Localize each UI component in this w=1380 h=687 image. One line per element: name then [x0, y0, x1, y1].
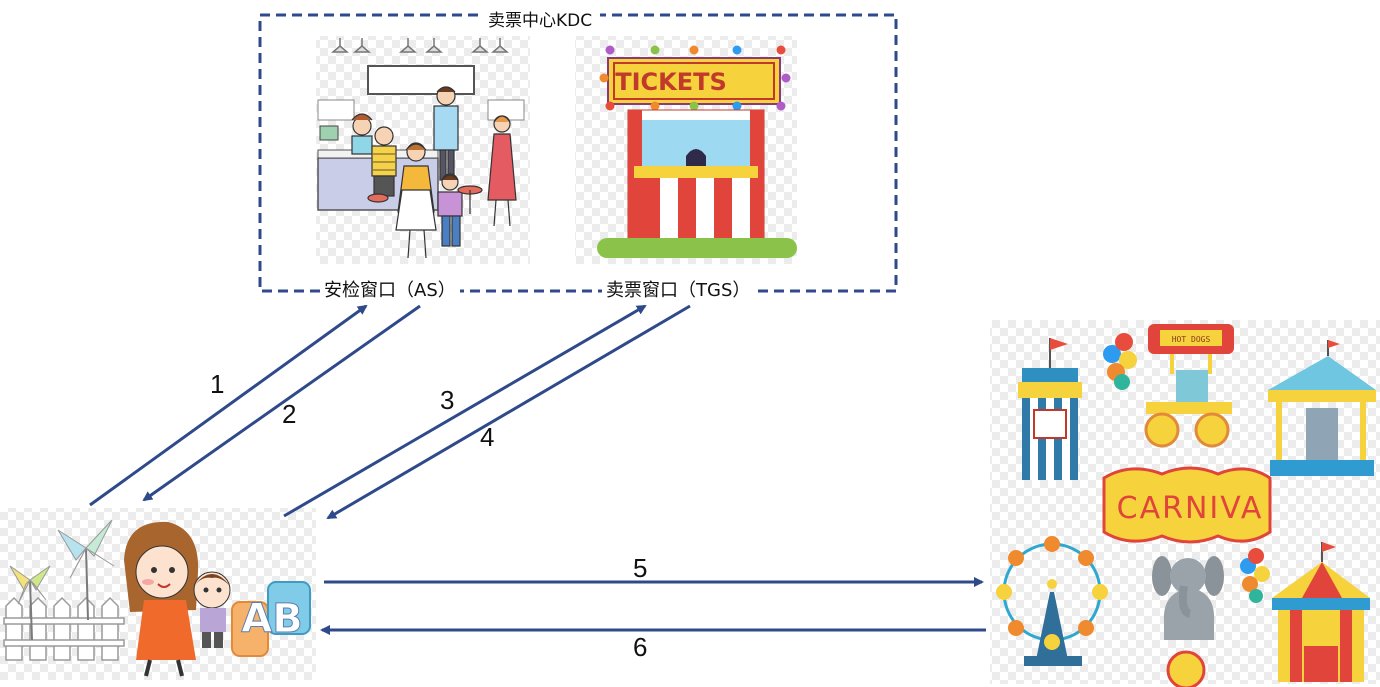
step-4-label: 4 — [480, 422, 495, 452]
service-illustration: HOT DOGS CARNIVA — [990, 320, 1380, 687]
tgs-window-label: 卖票窗口（TGS） — [602, 276, 755, 302]
carnival-banner-text: CARNIVA — [1117, 491, 1264, 526]
step-6-label: 6 — [633, 632, 648, 662]
step-3-label: 3 — [440, 385, 455, 415]
kdc-boundary — [258, 13, 898, 293]
step-1-label: 1 — [210, 369, 225, 399]
kdc-title: 卖票中心KDC — [480, 6, 601, 31]
step-5-label: 5 — [633, 553, 648, 583]
balloons-icon — [1240, 548, 1270, 603]
arrow-step-2 — [142, 304, 421, 502]
carnival-banner: CARNIVA — [1102, 466, 1272, 544]
sign-bulbs — [599, 45, 791, 111]
hot-dog-cart-icon: HOT DOGS — [1144, 324, 1234, 448]
balloons-icon — [1103, 333, 1137, 390]
ferris-wheel-icon — [996, 536, 1108, 666]
pinwheel-icon — [9, 565, 51, 641]
arrows — [89, 304, 986, 635]
arrow-step-3 — [283, 304, 647, 518]
circus-tent-icon — [1272, 542, 1370, 682]
tickets-sign-text: TICKETS — [615, 68, 727, 96]
pinwheel-icon — [57, 519, 115, 621]
as-window-label: 安检窗口（AS） — [320, 276, 460, 302]
arrow-step-1 — [89, 304, 368, 507]
as-window-illustration — [316, 36, 530, 264]
client-illustration: AB — [0, 508, 316, 680]
striped-booth-icon — [1018, 338, 1082, 480]
carousel-icon — [1268, 340, 1376, 476]
step-2-label: 2 — [282, 399, 297, 429]
arrow-step-4 — [326, 304, 691, 520]
ab-blocks-text: AB — [241, 596, 302, 642]
tgs-window-illustration: TICKETS — [575, 36, 797, 264]
hot-dog-sign-text: HOT DOGS — [1172, 335, 1211, 344]
elephant-icon — [1152, 556, 1224, 687]
